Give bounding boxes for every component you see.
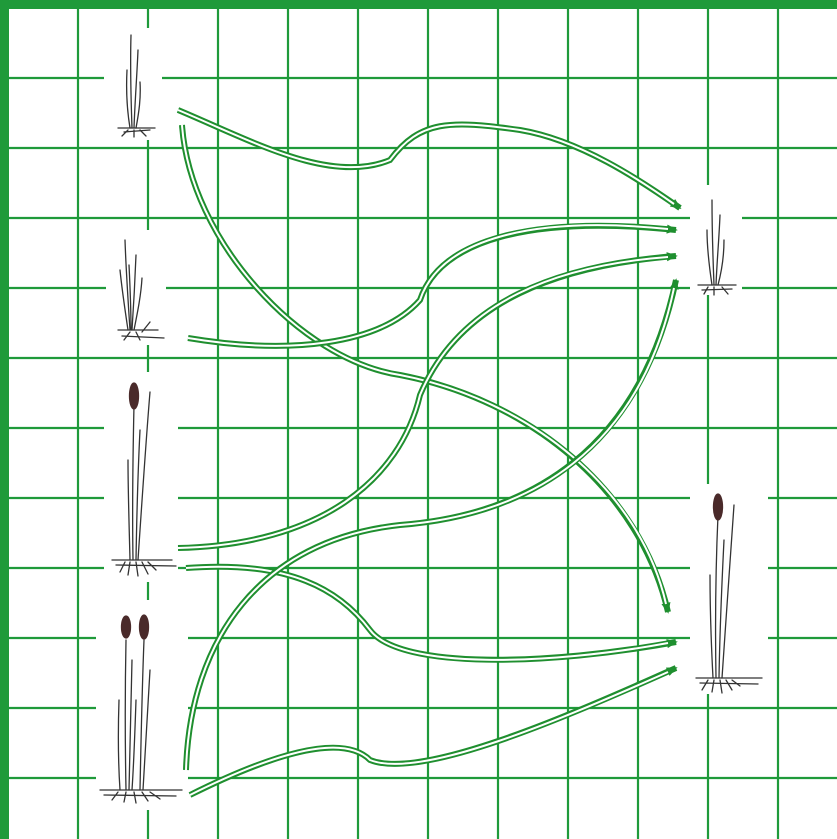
transition-diagram [0, 0, 837, 839]
diagram-canvas [0, 0, 837, 839]
